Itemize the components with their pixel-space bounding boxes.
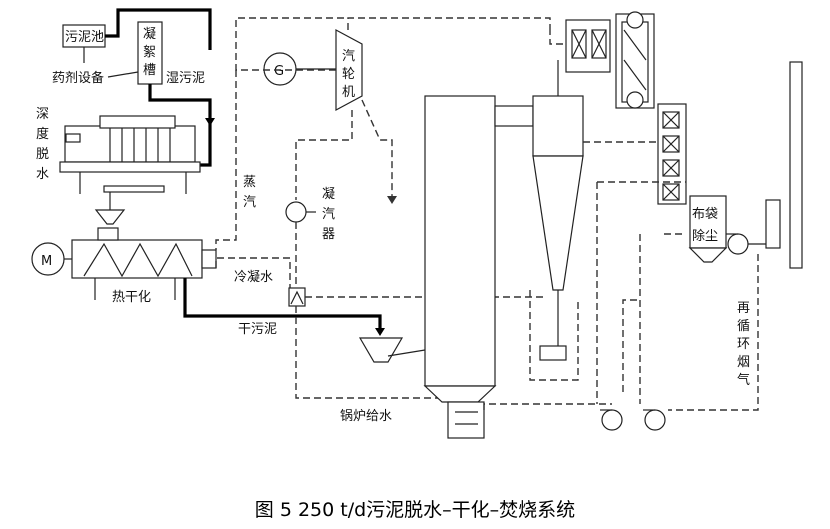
recirc-flue-gas-line [668,254,759,411]
incinerator [423,95,497,439]
recirc-gas-label-2: 循 [737,319,750,334]
cold-condensate-label: 冷凝水 [234,269,273,285]
condenser-label-1: 凝 [322,186,335,202]
condenser-icon [285,201,307,223]
deep-dewater-label-4: 水 [36,167,49,182]
cold-condensate-line [215,257,291,288]
air-return-line-3 [622,299,640,392]
generator-label: G [274,64,284,79]
recirc-gas-label-3: 环 [737,337,750,352]
dryer-hopper [94,209,126,225]
motor-label: M [41,254,52,269]
primary-air-fan-icon [601,409,623,431]
steam-turbine-label-1: 汽 [342,49,355,64]
chemical-equipment-label: 药剂设备 [52,70,104,86]
chemical-feed-line [107,71,139,78]
deep-dewater-label-3: 脱 [36,147,49,162]
dry-sludge-line [183,278,382,332]
deep-dewater-label-2: 度 [36,126,49,142]
extraction-steam-line [215,70,237,250]
condenser-label-3: 器 [322,227,335,242]
recirc-gas-label-5: 气 [737,372,750,388]
air-to-incinerator-line [483,403,612,410]
steam-label-1: 蒸 [243,175,256,190]
bag-filter-label-2: 除尘 [692,229,718,244]
exhaust-to-condenser-line [295,110,353,200]
bag-filter [688,195,728,263]
deep-dewater-label-1: 深 [36,107,49,122]
boiler-steam-link [549,28,566,45]
arrow-to-press [205,118,215,126]
cyclone-return-line [529,290,579,381]
secondary-air-fan-icon [644,409,666,431]
steam-label-2: 汽 [243,195,256,210]
heat-dryer [71,227,217,300]
figure-caption: 图 5 250 t/d污泥脱水–干化–焚烧系统 [255,499,575,521]
boiler-feedwater-line [295,306,445,399]
flocculation-tank: 凝 絮 槽 [137,21,163,85]
chimney [789,61,803,269]
steam-to-dryer-line [235,17,348,71]
bag-filter-label-1: 布袋 [692,207,718,222]
recirc-gas-label-4: 烟 [737,355,750,370]
sludge-to-press-line [148,84,212,167]
boiler [565,11,655,109]
recirc-gas-label-1: 再 [737,301,750,316]
flue-duct [765,199,781,249]
heat-dryer-label: 热干化 [112,290,151,305]
steam-turbine [335,28,363,112]
wet-sludge-label: 湿污泥 [166,71,205,86]
filter-press [59,115,201,194]
flocculation-label-3: 槽 [143,63,156,78]
economizer [657,103,687,205]
cyclone [494,60,584,361]
sludge-tank: 污泥池 [62,24,106,48]
incinerator-feed-hopper [358,337,404,363]
main-steam-line [347,17,551,30]
steam-turbine-label-2: 轮 [342,67,355,82]
dry-sludge-label: 干污泥 [238,322,277,337]
induced-draft-fan-icon [727,233,749,255]
sludge-tank-label: 污泥池 [65,30,104,45]
condenser-label-2: 汽 [322,207,335,222]
steam-turbine-label-3: 机 [342,85,355,100]
boiler-feedwater-label: 锅炉给水 [340,408,392,424]
flocculation-label-2: 絮 [143,44,156,60]
turbine-exhaust-right-line [361,99,393,200]
flocculation-label-1: 凝 [143,26,156,42]
wet-sludge-line [105,8,212,50]
